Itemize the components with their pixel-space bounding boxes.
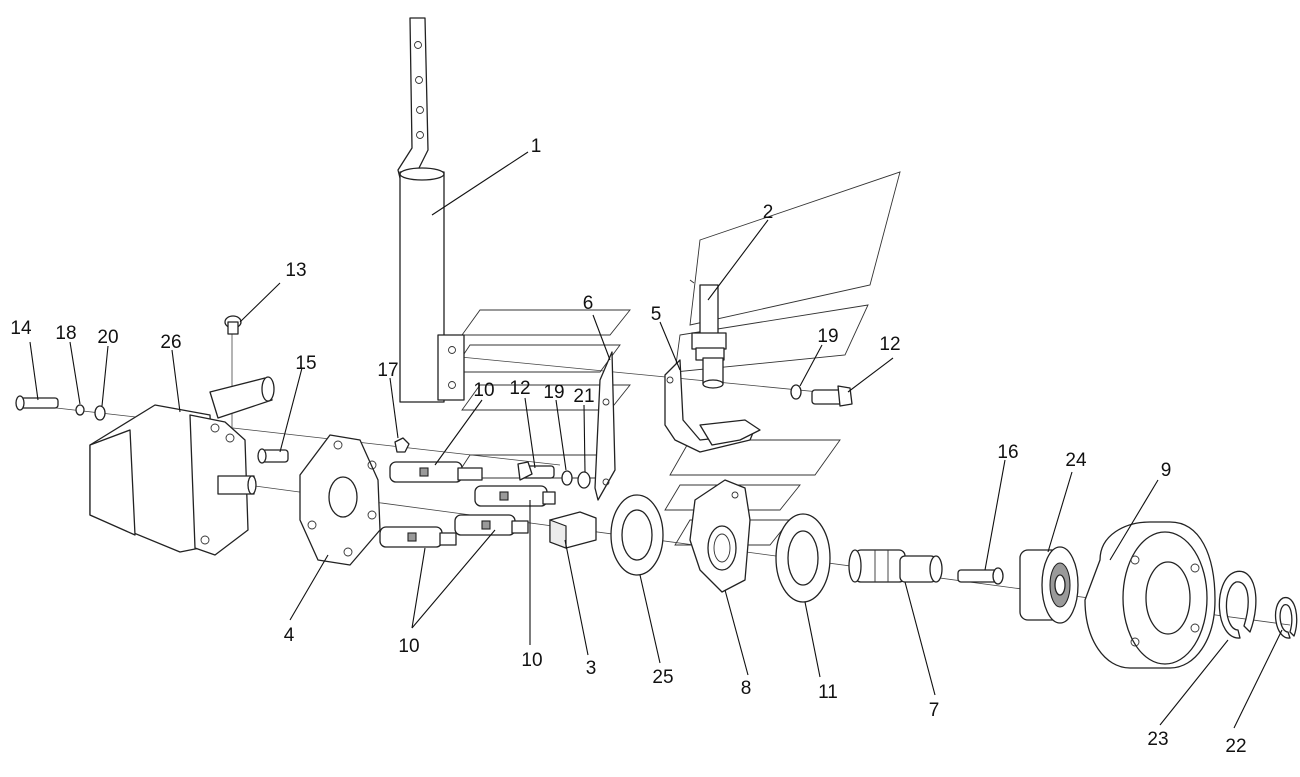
callout-5: 5 bbox=[651, 304, 662, 325]
part-1-tube bbox=[397, 17, 465, 403]
part-5-bracket bbox=[664, 359, 761, 453]
motor-side-shaft bbox=[209, 377, 273, 419]
plane-1 bbox=[461, 309, 631, 336]
sensor-body bbox=[699, 284, 719, 336]
callout-19-left: 19 bbox=[543, 382, 564, 403]
part-7-hub bbox=[848, 549, 943, 583]
part-23-circlip bbox=[1218, 570, 1257, 639]
callout-11: 11 bbox=[818, 682, 838, 703]
callout-25: 25 bbox=[652, 667, 673, 688]
part-22-circlip bbox=[1274, 597, 1298, 639]
part-25-ring bbox=[610, 494, 664, 576]
tube-body bbox=[399, 171, 445, 403]
washer-20 bbox=[94, 405, 106, 421]
fasteners bbox=[15, 315, 853, 489]
plane-5 bbox=[674, 304, 869, 373]
plane-4 bbox=[689, 171, 901, 326]
callout-10-bottom: 10 bbox=[398, 636, 419, 657]
callout-1: 1 bbox=[531, 136, 542, 157]
callout-3: 3 bbox=[586, 658, 597, 679]
callout-4: 4 bbox=[284, 625, 295, 646]
callout-16: 16 bbox=[997, 442, 1018, 463]
part-26-motor bbox=[89, 376, 275, 556]
part-8-cam bbox=[689, 479, 751, 593]
hub-body bbox=[854, 549, 906, 583]
plane-7 bbox=[664, 484, 801, 511]
part-4-flange bbox=[299, 434, 381, 566]
callout-9: 9 bbox=[1161, 460, 1172, 481]
part-16-screw bbox=[957, 567, 1004, 585]
callout-labels: 1 2 3 4 5 6 7 8 9 10 10 10 11 12 12 13 1… bbox=[10, 136, 1246, 757]
callout-12-left: 12 bbox=[509, 378, 530, 399]
callout-10-mid: 10 bbox=[521, 650, 542, 671]
callout-18: 18 bbox=[55, 323, 76, 344]
washer-19-left bbox=[561, 470, 573, 486]
tube-foot bbox=[437, 334, 465, 401]
tube-strap bbox=[397, 17, 429, 179]
part-11-ring bbox=[775, 513, 831, 603]
callout-17: 17 bbox=[377, 360, 398, 381]
callout-26: 26 bbox=[160, 332, 181, 353]
plane-8 bbox=[674, 519, 791, 546]
callout-6: 6 bbox=[583, 293, 594, 314]
callout-13: 13 bbox=[285, 260, 306, 281]
leader-lines bbox=[29, 151, 1283, 729]
callout-8: 8 bbox=[741, 678, 752, 699]
callout-12-right: 12 bbox=[879, 334, 900, 355]
callout-7: 7 bbox=[929, 700, 940, 721]
axis-bracket bbox=[439, 354, 851, 396]
callout-14: 14 bbox=[10, 318, 32, 339]
part-24-bearing bbox=[1019, 546, 1079, 624]
washer-21 bbox=[577, 471, 591, 489]
washer-19-right bbox=[790, 384, 802, 400]
part-10-standoffs bbox=[379, 461, 556, 548]
callout-10-top: 10 bbox=[473, 380, 494, 401]
nut-17 bbox=[394, 437, 410, 453]
part-3-block bbox=[549, 511, 597, 549]
part-9-housing bbox=[1084, 521, 1216, 669]
callout-19-right: 19 bbox=[817, 326, 838, 347]
part-6-plate bbox=[594, 351, 616, 501]
callout-21: 21 bbox=[573, 386, 594, 407]
washer-18 bbox=[75, 404, 85, 416]
standoff-2 bbox=[474, 485, 548, 507]
part-2-sensor bbox=[689, 279, 727, 389]
plate-6-body bbox=[594, 351, 616, 501]
callout-23: 23 bbox=[1147, 729, 1168, 750]
callout-22: 22 bbox=[1225, 736, 1246, 757]
callout-15: 15 bbox=[295, 353, 316, 374]
callout-2: 2 bbox=[763, 202, 774, 223]
bolt-14 bbox=[19, 397, 59, 409]
callout-20: 20 bbox=[97, 327, 118, 348]
plane-6 bbox=[669, 439, 841, 476]
callout-24: 24 bbox=[1065, 450, 1087, 471]
